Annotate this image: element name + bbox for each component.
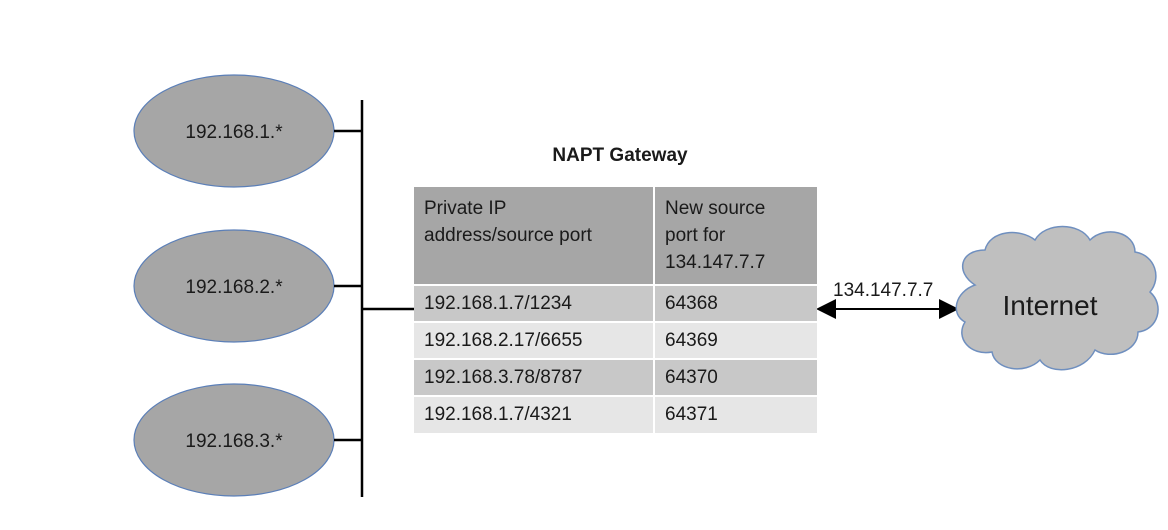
private-address-cell: 192.168.1.7/4321 (414, 395, 655, 433)
private-address-cell: 192.168.1.7/1234 (414, 284, 655, 322)
internet-label: Internet (1003, 290, 1098, 321)
private-address-cell: 192.168.3.78/8787 (414, 358, 655, 396)
subnet-node-1: 192.168.1.* (133, 74, 335, 188)
header-line: New source (665, 198, 766, 219)
subnet-label: 192.168.2.* (185, 277, 283, 298)
cloud-shape (955, 225, 1159, 371)
new-port-cell: 64368 (654, 284, 817, 322)
gateway-title: NAPT Gateway (552, 145, 688, 166)
header-line: address/source port (424, 225, 592, 246)
subnet-node-3: 192.168.3.* (133, 383, 335, 497)
subnet-label: 192.168.1.* (185, 122, 283, 143)
table-row: 192.168.1.7/1234 64368 (414, 284, 817, 322)
header-line: Private IP (424, 198, 507, 219)
subnet-node-2: 192.168.2.* (133, 229, 335, 343)
header-line: port for (665, 225, 726, 246)
subnet-label: 192.168.3.* (185, 431, 283, 452)
table-row: 192.168.1.7/4321 64371 (414, 395, 817, 433)
new-port-cell: 64369 (654, 321, 817, 359)
private-address-cell: 192.168.2.17/6655 (414, 321, 655, 359)
header-line: 134.147.7.7 (665, 252, 766, 273)
napt-table: Private IP address/source port New sourc… (414, 187, 817, 433)
public-ip-label: 134.147.7.7 (833, 280, 934, 301)
new-port-cell: 64370 (654, 358, 817, 396)
header-private-ip: Private IP address/source port (414, 187, 655, 285)
table-header-row: Private IP address/source port New sourc… (414, 187, 817, 285)
table-row: 192.168.2.17/6655 64369 (414, 321, 817, 359)
internet-cloud: Internet (955, 225, 1159, 371)
new-port-cell: 64371 (654, 395, 817, 433)
header-new-port: New source port for 134.147.7.7 (654, 187, 817, 285)
table-row: 192.168.3.78/8787 64370 (414, 358, 817, 396)
